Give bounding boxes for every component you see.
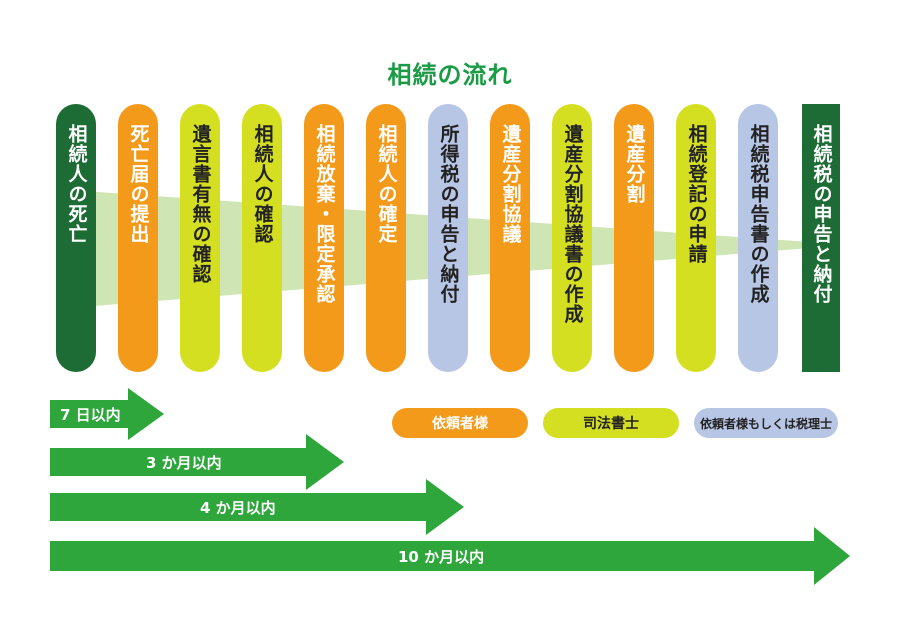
step-pill: 相続放棄・限定承認 [304, 104, 344, 372]
step-label: 相続税申告書の作成 [747, 124, 770, 304]
deadline-arrow: 4 か月以内 [50, 479, 464, 535]
step-label: 相続税の申告と納付 [810, 124, 833, 304]
step-pill: 相続人の確定 [366, 104, 406, 372]
step-label: 相続登記の申請 [685, 124, 708, 264]
legend-label: 司法書士 [583, 416, 639, 432]
step-label: 相続人の死亡 [65, 124, 88, 244]
step-pill: 遺産分割 [614, 104, 654, 372]
arrow-shape [50, 527, 850, 585]
deadline-arrow: 7 日以内 [50, 388, 164, 440]
step-pill: 遺産分割協議書の作成 [552, 104, 592, 372]
deadline-label: 10 か月以内 [398, 547, 485, 566]
step-label: 相続放棄・限定承認 [313, 124, 336, 304]
step-pill: 相続登記の申請 [676, 104, 716, 372]
step-pill: 所得税の申告と納付 [428, 104, 468, 372]
legend-label: 依頼者様もしくは税理士 [699, 416, 832, 431]
step-pill: 遺産分割協議 [490, 104, 530, 372]
step-pill: 遺言書有無の確認 [180, 104, 220, 372]
step-pill: 相続税申告書の作成 [738, 104, 778, 372]
step-label: 遺産分割 [623, 124, 646, 204]
step-label: 相続人の確定 [375, 124, 398, 244]
legend-label: 依頼者様 [432, 416, 488, 432]
step-pill: 死亡届の提出 [118, 104, 158, 372]
legend-judicial-scrivener: 司法書士 [543, 408, 679, 438]
step-label: 相続人の確認 [251, 124, 274, 244]
arrow-shape [50, 388, 164, 440]
page-title: 相続の流れ [387, 61, 513, 89]
step-pill: 相続人の死亡 [56, 104, 96, 372]
deadline-label: 3 か月以内 [146, 453, 222, 472]
step-label: 所得税の申告と納付 [437, 124, 460, 304]
step-label: 遺産分割協議書の作成 [561, 124, 584, 324]
legend-client: 依頼者様 [392, 408, 528, 438]
step-pill: 相続税の申告と納付 [802, 104, 840, 372]
deadline-arrow: 10 か月以内 [50, 527, 850, 585]
legend-client-or-tax-accountant: 依頼者様もしくは税理士 [694, 408, 838, 438]
deadline-label: 4 か月以内 [200, 498, 276, 517]
deadline-arrow: 3 か月以内 [50, 434, 344, 490]
step-pill: 相続人の確認 [242, 104, 282, 372]
arrow-shape [50, 434, 344, 490]
step-label: 遺言書有無の確認 [189, 124, 212, 284]
step-label: 遺産分割協議 [499, 124, 522, 244]
deadline-label: 7 日以内 [60, 405, 121, 424]
arrow-shape [50, 479, 464, 535]
step-label: 死亡届の提出 [127, 124, 150, 244]
